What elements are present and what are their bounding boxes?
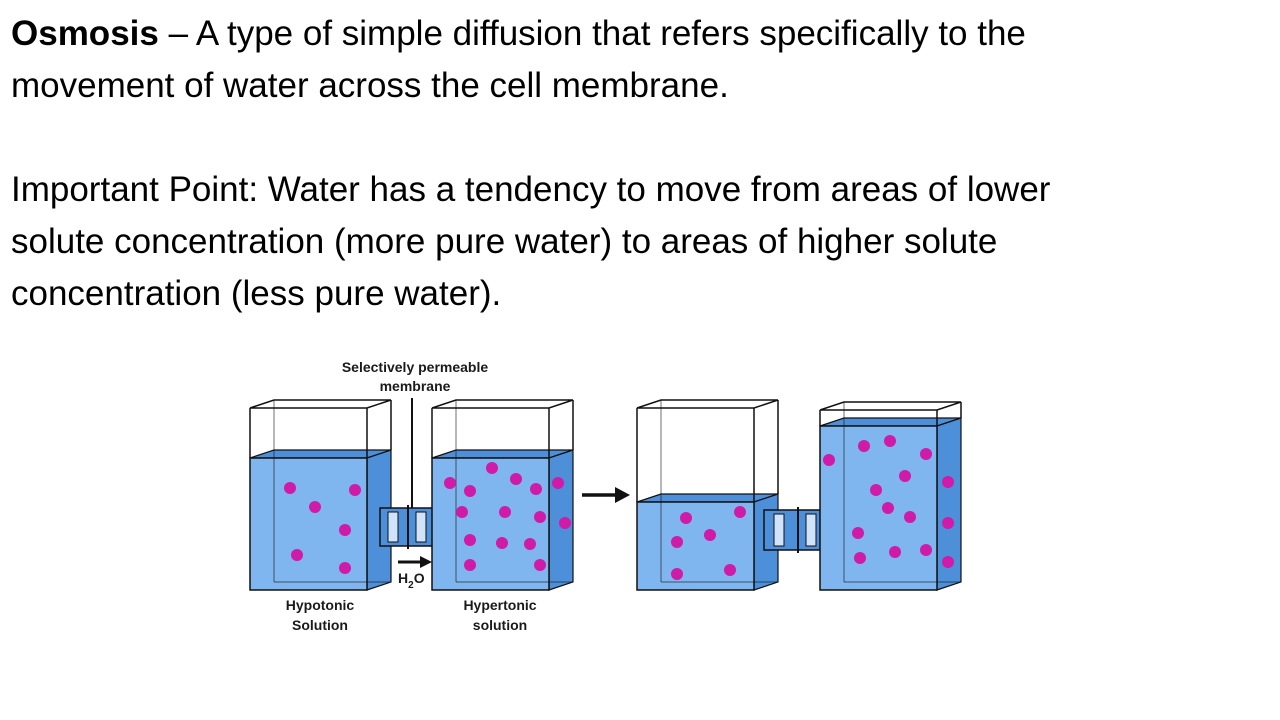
solute-particle xyxy=(552,477,564,489)
solute-particle xyxy=(499,506,511,518)
solute-particle xyxy=(524,538,536,550)
membrane-label-line-1: Selectively permeable xyxy=(342,359,489,375)
solute-particle xyxy=(942,517,954,529)
solute-particle xyxy=(680,512,692,524)
process-arrow xyxy=(582,487,630,503)
solute-particle xyxy=(291,549,303,561)
membrane-label-line-2: membrane xyxy=(380,378,451,394)
hypotonic-label-line-2: Solution xyxy=(292,617,348,633)
water-label: H2O xyxy=(398,570,425,591)
solute-particle xyxy=(942,556,954,568)
beaker-hypotonic-before xyxy=(249,399,392,591)
solute-particle xyxy=(899,470,911,482)
solute-particle xyxy=(870,484,882,496)
solute-particle xyxy=(339,562,351,574)
beaker-hypertonic-after xyxy=(819,401,962,591)
solute-particle xyxy=(889,546,901,558)
solute-particles xyxy=(284,435,954,580)
solute-particle xyxy=(464,485,476,497)
solute-particle xyxy=(510,473,522,485)
membrane-tube-before xyxy=(379,505,437,549)
solute-particle xyxy=(464,559,476,571)
solute-particle xyxy=(854,552,866,564)
solute-particle xyxy=(704,529,716,541)
definition-text-1: – A type of simple diffusion that refers… xyxy=(158,14,1026,53)
solute-particle xyxy=(920,544,932,556)
solute-particle xyxy=(496,537,508,549)
osmosis-diagram-svg: Selectively permeable membrane H2O xyxy=(249,359,962,633)
solute-particle xyxy=(534,511,546,523)
solute-particle xyxy=(339,524,351,536)
important-point-line-1: Important Point: Water has a tendency to… xyxy=(11,170,1051,209)
hypertonic-label-line-2: solution xyxy=(473,617,527,633)
solute-particle xyxy=(852,527,864,539)
solute-particle xyxy=(464,534,476,546)
solute-particle xyxy=(858,440,870,452)
solute-particle xyxy=(530,483,542,495)
hypertonic-label-line-1: Hypertonic xyxy=(463,597,536,613)
water-flow-arrow xyxy=(398,556,432,568)
definition-line-2: movement of water across the cell membra… xyxy=(11,66,729,105)
solute-particle xyxy=(559,517,571,529)
solute-particle xyxy=(920,448,932,460)
solute-particle xyxy=(444,477,456,489)
solute-particle xyxy=(309,501,321,513)
solute-particle xyxy=(882,502,894,514)
solute-particle xyxy=(734,506,746,518)
important-point-line-2: solute concentration (more pure water) t… xyxy=(11,222,998,261)
solute-particle xyxy=(284,482,296,494)
solute-particle xyxy=(486,462,498,474)
solute-particle xyxy=(884,435,896,447)
beaker-hypertonic-before xyxy=(431,399,574,591)
osmosis-diagram: Selectively permeable membrane H2O xyxy=(240,350,980,650)
solute-particle xyxy=(904,511,916,523)
beaker-hypotonic-after xyxy=(636,399,779,591)
definition-line-1: Osmosis – A type of simple diffusion tha… xyxy=(11,8,1271,60)
term-osmosis: Osmosis xyxy=(11,14,159,53)
slide-text: Osmosis – A type of simple diffusion tha… xyxy=(11,8,1271,320)
solute-particle xyxy=(823,454,835,466)
solute-particle xyxy=(671,536,683,548)
solute-particle xyxy=(724,564,736,576)
important-point-line-3: concentration (less pure water). xyxy=(11,274,502,313)
solute-particle xyxy=(349,484,361,496)
solute-particle xyxy=(671,568,683,580)
solute-particle xyxy=(942,476,954,488)
solute-particle xyxy=(456,506,468,518)
solute-particle xyxy=(534,559,546,571)
hypotonic-label-line-1: Hypotonic xyxy=(286,597,355,613)
